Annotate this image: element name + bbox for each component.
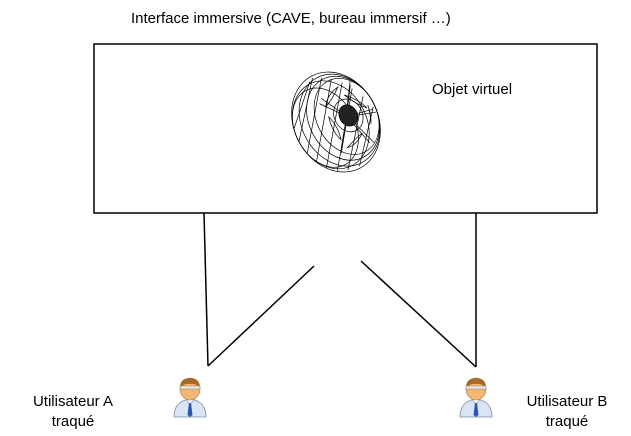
virtual-object-label: Objet virtuel (432, 81, 513, 98)
immersive-interface-frame (93, 43, 598, 214)
user-b-name: Utilisateur B (526, 393, 608, 410)
user-a-status: traqué (51, 413, 95, 430)
link-line-a-diagonal (207, 265, 315, 367)
user-b-label: Utilisateur B traqué (508, 392, 626, 432)
link-line-b-diagonal (360, 260, 477, 368)
user-a-label: Utilisateur A traqué (6, 392, 140, 432)
user-b-status: traqué (545, 413, 589, 430)
diagram-title: Interface immersive (CAVE, bureau immers… (131, 10, 451, 27)
person-icon (173, 377, 207, 418)
user-a-name: Utilisateur A (32, 393, 114, 410)
link-line-a-vertical (203, 212, 209, 367)
person-icon (459, 377, 493, 418)
wheel-rim-wireframe-icon (291, 71, 381, 173)
